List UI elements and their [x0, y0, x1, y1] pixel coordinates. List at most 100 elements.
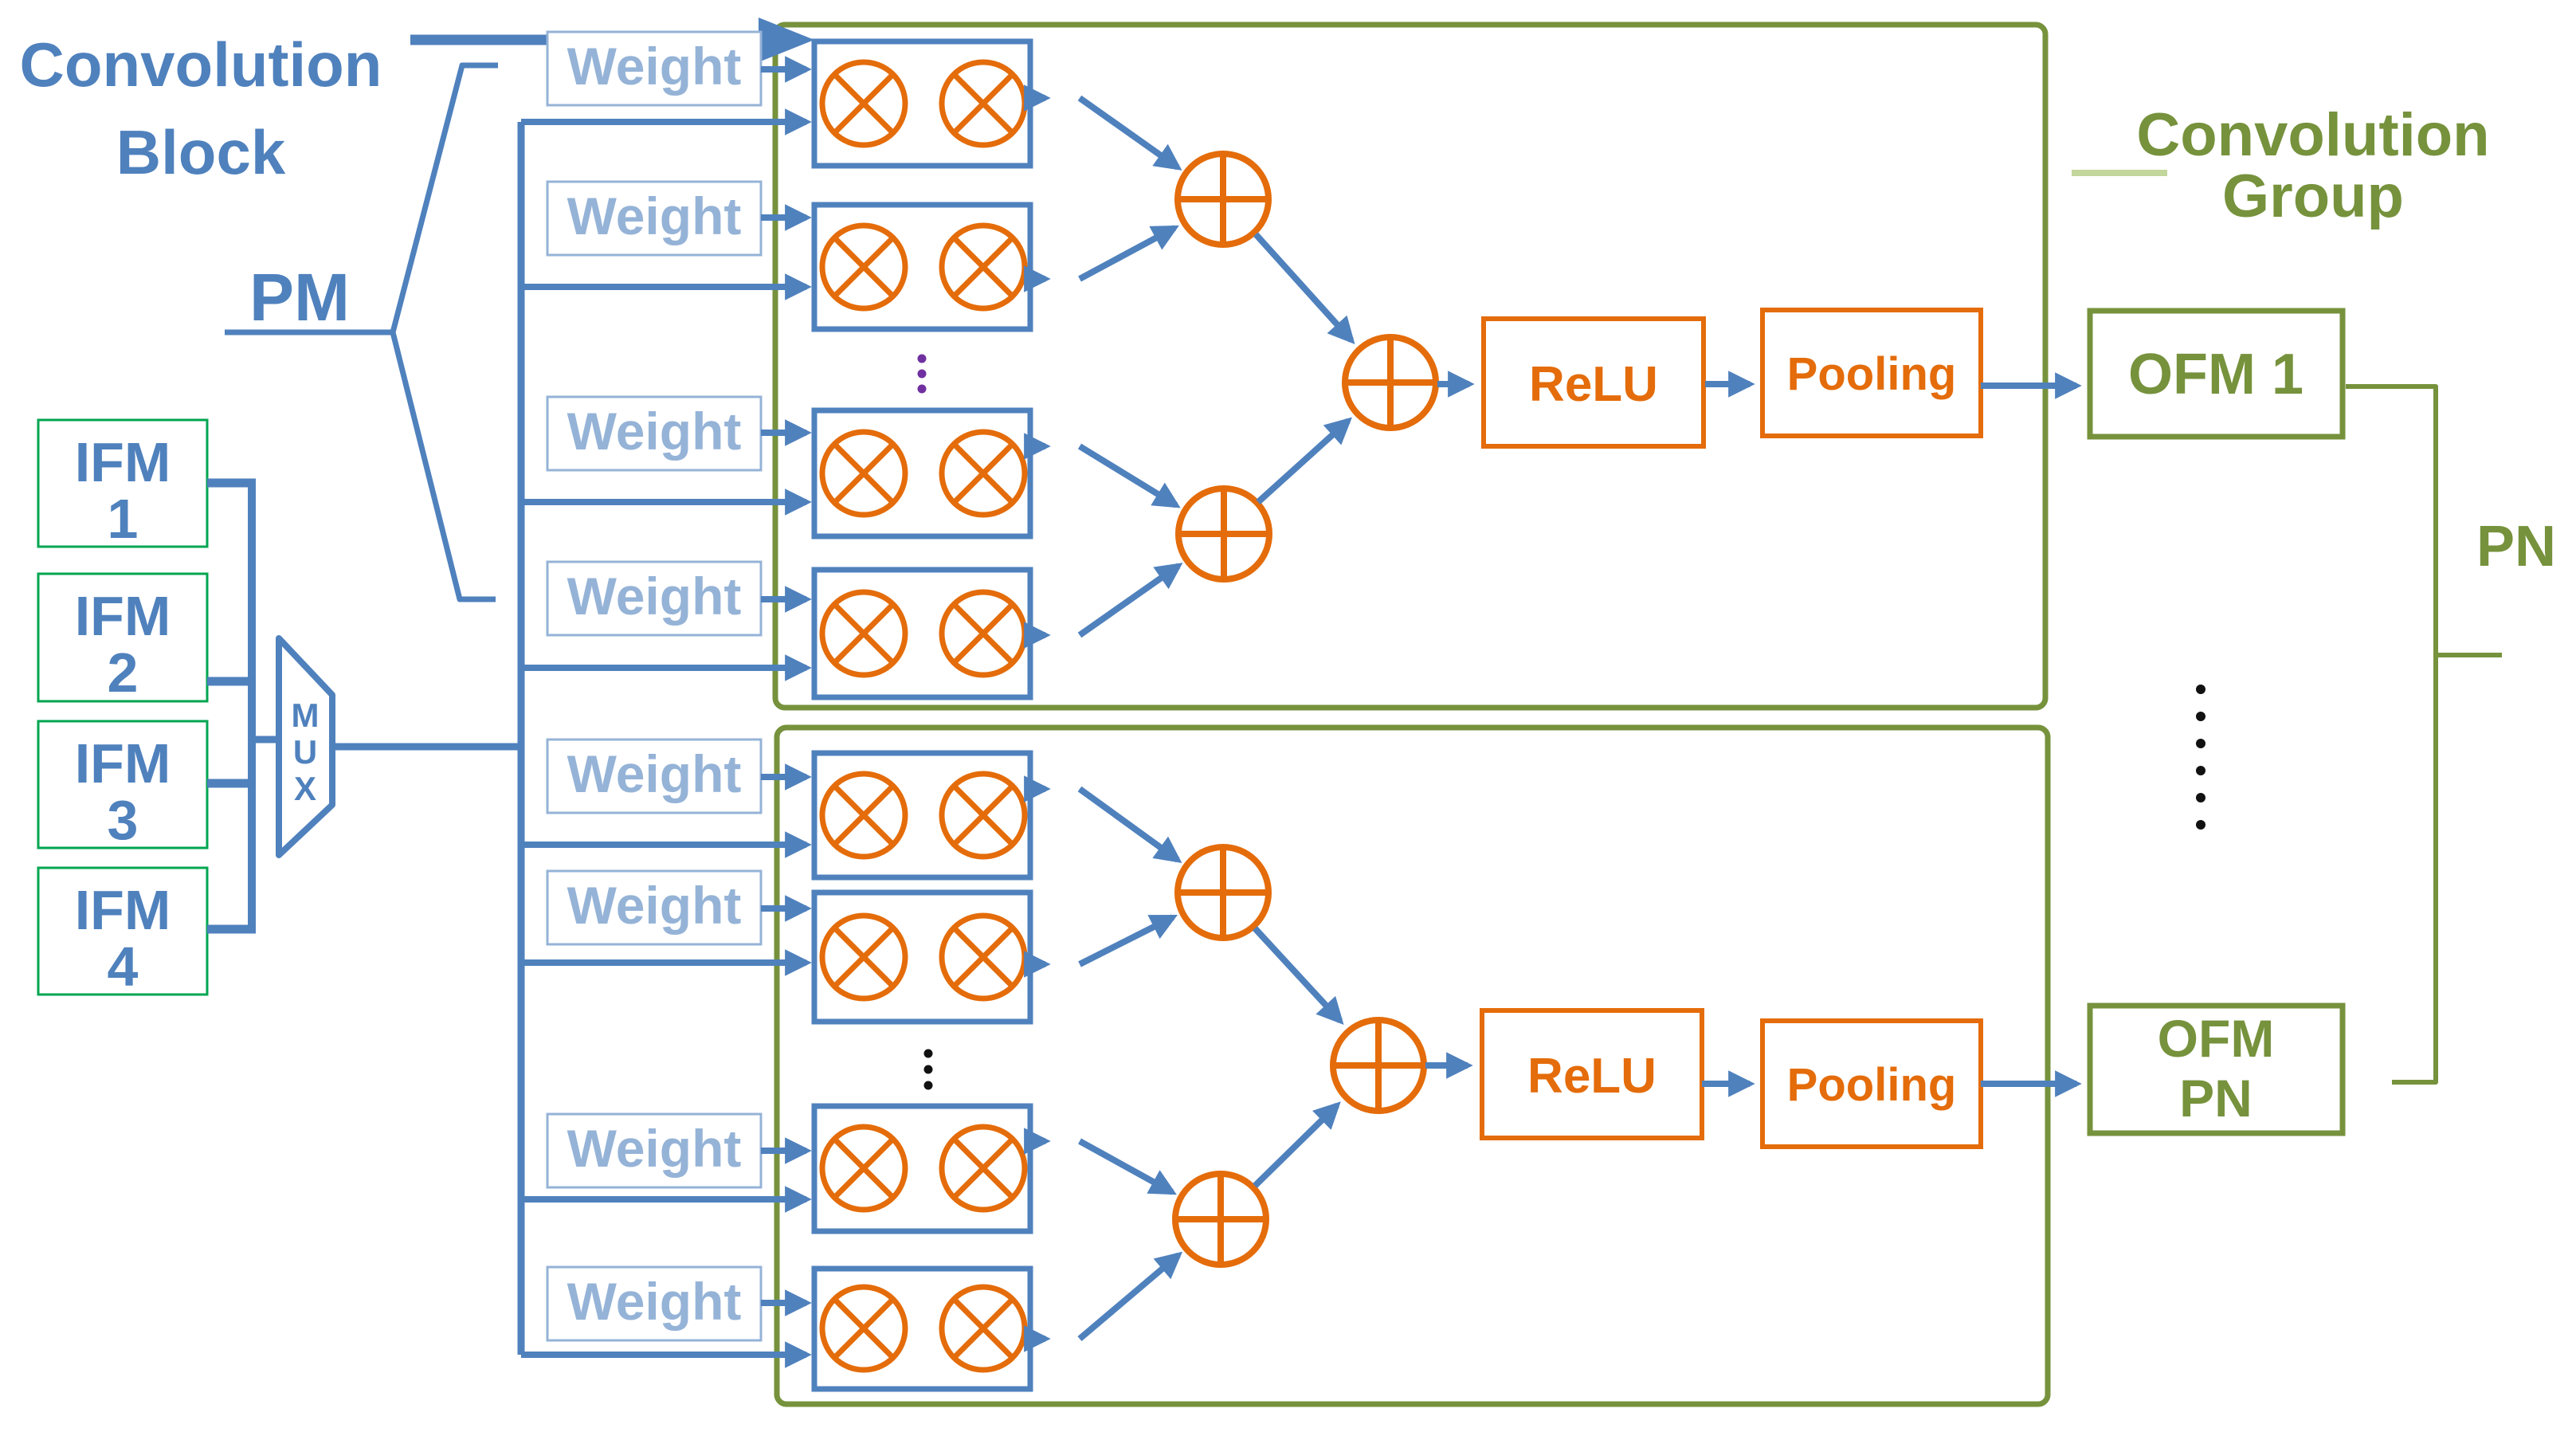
- multiply-icon: [822, 1287, 905, 1370]
- multiplier-box-5: [811, 750, 1033, 881]
- mux-letter-u: U: [293, 733, 317, 771]
- weight-box-4: Weight: [546, 560, 763, 637]
- mult-5-to-adder4: [1077, 786, 1182, 863]
- convolution-block-label-line2: Block: [116, 117, 286, 187]
- ifm-2-number: 2: [108, 641, 139, 704]
- multiplier-box-3: [811, 407, 1033, 539]
- ofm-pn-label-line1: OFM: [2158, 1009, 2275, 1068]
- weight-label-8: Weight: [567, 1272, 742, 1331]
- adder5-to-adder6: [1253, 1101, 1341, 1188]
- multiplier-box-2: [811, 202, 1033, 332]
- convolution-group-label-line1: Convolution: [2136, 101, 2489, 169]
- multiply-icon: [822, 774, 905, 857]
- pn-bracket: [2346, 384, 2438, 1085]
- convolution-group-label-line2: Group: [2222, 163, 2404, 230]
- ifm-3-number: 3: [108, 789, 139, 851]
- weight-label-5: Weight: [567, 744, 742, 803]
- multiply-icon: [822, 432, 905, 515]
- multiply-icon: [822, 916, 905, 999]
- ellipsis-group1-icon: [917, 354, 927, 394]
- adder2-to-adder3: [1256, 417, 1352, 504]
- multiplier-box-8: [811, 1265, 1033, 1392]
- adder-2-icon: [1178, 488, 1269, 579]
- mult-8-to-adder5: [1077, 1251, 1183, 1342]
- weight-label-6: Weight: [567, 876, 742, 935]
- weight-label-2: Weight: [567, 186, 742, 245]
- relu-2-label: ReLU: [1527, 1049, 1657, 1104]
- adder4-to-adder6: [1253, 926, 1344, 1025]
- mult-6-to-adder4: [1078, 914, 1178, 967]
- relu-1-box: ReLU: [1481, 316, 1706, 449]
- multiply-icon: [942, 1127, 1025, 1210]
- weight-box-1: Weight: [546, 30, 763, 107]
- multiply-icon: [942, 62, 1025, 145]
- ofm-pn-label-line2: PN: [2179, 1069, 2253, 1128]
- adder1-to-adder3: [1253, 232, 1355, 344]
- pooling-1-box: Pooling: [1760, 308, 1983, 438]
- weight-box-6: Weight: [546, 869, 763, 946]
- ofm-pn-box: OFM PN: [2087, 1002, 2346, 1136]
- weight-label-3: Weight: [567, 402, 742, 461]
- multiply-icon: [822, 226, 905, 308]
- weight-box-8: Weight: [546, 1265, 763, 1342]
- ifm-1-box: IFM 1: [37, 418, 209, 550]
- multiply-icon: [822, 592, 905, 675]
- mux-letter-x: X: [294, 770, 316, 807]
- multiply-icon: [822, 1127, 905, 1210]
- mult-3-to-adder2: [1077, 443, 1181, 508]
- pn-label: PN: [2476, 515, 2556, 579]
- convolution-block-arrowhead-icon: [759, 18, 814, 62]
- weight-box-3: Weight: [546, 395, 763, 472]
- weight-box-2: Weight: [546, 180, 763, 257]
- ifm-2-label: IFM: [75, 585, 171, 647]
- pm-label: PM: [249, 260, 350, 335]
- multiply-icon: [942, 916, 1025, 999]
- ifm-3-box: IFM 3: [37, 720, 209, 851]
- mult-7-to-adder5: [1078, 1138, 1177, 1195]
- multiply-icon: [822, 62, 905, 145]
- multiply-icon: [942, 1287, 1025, 1370]
- pooling-2-label: Pooling: [1787, 1059, 1957, 1111]
- mult-1-to-adder1: [1077, 95, 1182, 171]
- adder-6-icon: [1333, 1020, 1424, 1111]
- multiplier-box-4: [811, 567, 1033, 700]
- ifm-4-box: IFM 4: [37, 866, 209, 998]
- pm-brace: [225, 62, 498, 602]
- ifm-3-label: IFM: [75, 732, 171, 795]
- convolution-group-1-box: [772, 22, 2049, 711]
- ellipsis-group2-icon: [923, 1049, 933, 1090]
- mux-shape: [276, 635, 335, 858]
- multiply-icon: [942, 592, 1025, 675]
- convolution-group-2-box: [774, 724, 2051, 1407]
- weight-box-5: Weight: [546, 738, 763, 814]
- multiplier-box-1: [811, 38, 1033, 169]
- multiply-icon: [942, 774, 1025, 857]
- weight-label-4: Weight: [567, 567, 742, 626]
- ifm-2-box: IFM 2: [37, 572, 209, 704]
- ifm-1-label: IFM: [75, 431, 171, 493]
- multiplier-box-7: [811, 1103, 1033, 1234]
- mult-2-to-adder1: [1078, 225, 1179, 282]
- weight-label-7: Weight: [567, 1119, 742, 1178]
- mult-4-to-adder2: [1077, 563, 1183, 638]
- adder-1-icon: [1178, 154, 1268, 245]
- pooling-1-label: Pooling: [1787, 348, 1957, 400]
- relu-1-label: ReLU: [1529, 357, 1658, 412]
- relu-2-box: ReLU: [1480, 1008, 1704, 1140]
- ellipsis-ofm-icon: [2196, 685, 2205, 830]
- multiplier-box-6: [811, 889, 1033, 1025]
- adder-4-icon: [1178, 847, 1268, 938]
- ifm-4-number: 4: [108, 936, 139, 998]
- mux-letter-m: M: [292, 696, 320, 734]
- adder-5-icon: [1175, 1174, 1266, 1265]
- convolution-block-label-line1: Convolution: [20, 29, 382, 100]
- ofm-1-box: OFM 1: [2087, 308, 2346, 440]
- multiply-icon: [942, 432, 1025, 515]
- pooling-2-box: Pooling: [1760, 1018, 1983, 1149]
- ifm-4-label: IFM: [75, 879, 171, 941]
- multiply-icon: [942, 226, 1025, 308]
- adder-3-icon: [1345, 337, 1436, 428]
- ifm-1-number: 1: [108, 488, 139, 550]
